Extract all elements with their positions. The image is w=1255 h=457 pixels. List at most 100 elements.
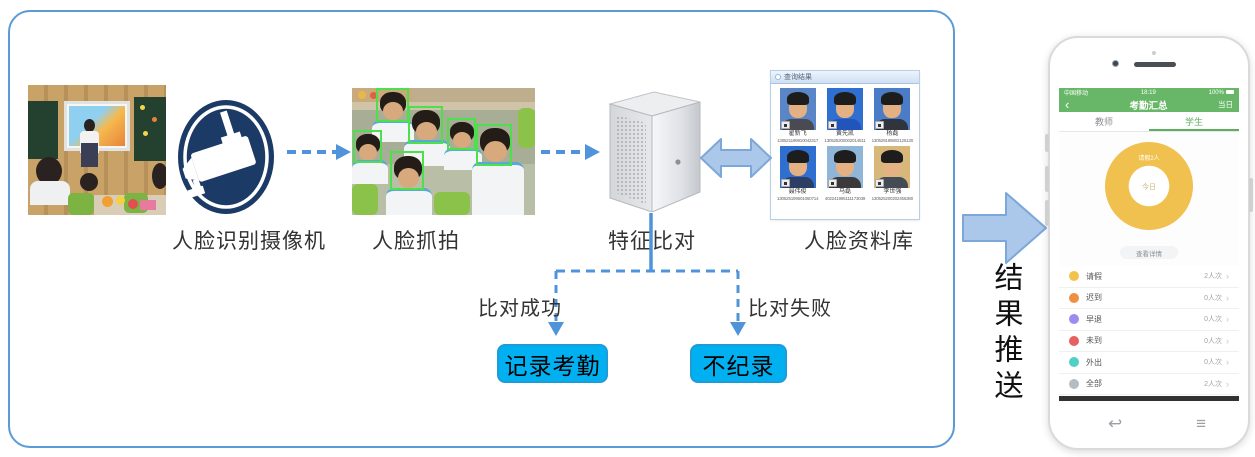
student-figure	[36, 157, 62, 185]
category-dot-icon	[1069, 357, 1079, 368]
id-photo	[874, 88, 911, 130]
id-photo	[779, 88, 816, 130]
face-database-panel: 查询结果 翟新飞 130521199910042317 黄先凯 13052520…	[770, 70, 920, 220]
phone-front-camera	[1112, 60, 1119, 67]
person-name: 李世强	[883, 189, 902, 195]
nav-bar: ‹ 考勤汇总 当日	[1059, 97, 1239, 112]
match-fail-label: 比对失败	[748, 298, 832, 320]
db-photo-grid: 翟新飞 130521199910042317 黄先凯 1305252000020…	[771, 84, 919, 202]
phone-back-key-icon[interactable]: ↩	[1108, 414, 1123, 433]
result-push-label: 结果推送	[990, 262, 1022, 406]
phone-earpiece	[1134, 62, 1176, 67]
server-tower	[608, 91, 701, 212]
face-capture-photo	[352, 88, 535, 215]
record-attendance-box: 记录考勤	[497, 344, 608, 383]
audio-button-icon	[780, 179, 790, 187]
chevron-right-icon: ›	[1226, 292, 1229, 303]
back-button[interactable]: ‹	[1065, 97, 1070, 112]
person-name: 马磊	[838, 189, 851, 195]
date-filter-button[interactable]: 当日	[1218, 100, 1233, 109]
list-item[interactable]: 迟到 0人次 ›	[1059, 287, 1239, 309]
audio-button-icon	[875, 121, 885, 129]
phone-screen: 中国移动 18:19 100% ‹ 考勤汇总 当日 教师 学生 请假2人 今日	[1059, 88, 1239, 404]
person-id: 130525200202456380	[871, 196, 914, 201]
db-panel-title: 查询结果	[784, 73, 812, 81]
audio-button-icon	[780, 121, 790, 129]
face-detection-box	[408, 106, 443, 144]
chevron-right-icon: ›	[1226, 271, 1229, 282]
db-person: 马磊 402241995111173039	[821, 146, 868, 202]
person-id: 402241995111173039	[824, 196, 866, 201]
tab-students[interactable]: 学生	[1184, 117, 1203, 127]
phone-menu-key-icon[interactable]: ≡	[1196, 414, 1206, 433]
person-id: 130521199910042317	[777, 138, 819, 143]
person-name: 黄先凯	[835, 131, 854, 137]
classroom-photo	[28, 85, 166, 215]
camera-label: 人脸识别摄像机	[172, 230, 326, 253]
no-record-box: 不纪录	[690, 344, 787, 383]
active-tab-underline	[1149, 128, 1239, 131]
chevron-right-icon: ›	[1226, 314, 1229, 325]
cctv-camera-icon	[178, 100, 274, 214]
db-person: 翟新飞 130521199910042317	[774, 88, 821, 144]
person-name: 聂伟俊	[788, 189, 807, 195]
person-id: 130529199802126130	[871, 138, 914, 143]
list-item[interactable]: 全部 2人次 ›	[1059, 373, 1239, 395]
phone-mute-switch[interactable]	[1045, 134, 1049, 152]
app-header: 中国移动 18:19 100% ‹ 考勤汇总 当日	[1059, 88, 1239, 112]
list-item[interactable]: 外出 0人次 ›	[1059, 352, 1239, 374]
tab-bar: 教师 学生	[1059, 112, 1239, 132]
view-details-button[interactable]: 查看详情	[1120, 246, 1178, 259]
chevron-right-icon: ›	[1226, 335, 1229, 346]
list-item[interactable]: 未到 0人次 ›	[1059, 330, 1239, 352]
attendance-list: 请假 2人次 › 迟到 0人次 › 早退 0人次 ›	[1059, 266, 1239, 395]
person-name: 翟新飞	[788, 131, 807, 137]
category-dot-icon	[1069, 378, 1079, 389]
audio-button-icon	[875, 179, 885, 187]
phone-power-button[interactable]	[1249, 178, 1253, 212]
student-figure	[80, 173, 98, 191]
person-id: 130525199501060714	[776, 196, 819, 201]
phone-mockup: 中国移动 18:19 100% ‹ 考勤汇总 当日 教师 学生 请假2人 今日	[1045, 36, 1253, 450]
db-person: 李世强 130525200202456380	[869, 146, 916, 202]
id-photo	[826, 146, 863, 188]
face-detection-box	[447, 118, 476, 150]
db-panel-titlebar: 查询结果	[771, 71, 919, 84]
category-dot-icon	[1069, 292, 1079, 303]
face-detection-box	[353, 130, 382, 163]
id-photo	[874, 146, 911, 188]
phone-sensor-dot	[1152, 51, 1156, 55]
teacher-figure	[84, 119, 95, 132]
status-bar: 中国移动 18:19 100%	[1059, 88, 1239, 97]
blackboard-right	[134, 97, 166, 161]
server-label: 特征比对	[608, 230, 696, 253]
attendance-donut-chart: 请假2人 今日	[1105, 142, 1193, 230]
db-person: 聂伟俊 130525199501060714	[774, 146, 821, 202]
phone-volume-up-button[interactable]	[1045, 166, 1049, 192]
page-title: 考勤汇总	[1129, 100, 1168, 112]
list-item[interactable]: 请假 2人次 ›	[1059, 266, 1239, 288]
id-photo	[826, 88, 863, 130]
database-label: 人脸资料库	[804, 230, 914, 253]
id-photo	[779, 146, 816, 188]
tab-teachers[interactable]: 教师	[1094, 117, 1113, 127]
person-id: 130525200002014511	[824, 138, 866, 143]
donut-ring-label: 请假2人	[1138, 156, 1160, 162]
category-dot-icon	[1069, 271, 1079, 282]
battery-label: 100%	[1209, 89, 1234, 96]
blackboard-left	[28, 101, 58, 159]
list-item[interactable]: 早退 0人次 ›	[1059, 309, 1239, 331]
audio-button-icon	[827, 121, 837, 129]
chevron-right-icon: ›	[1226, 357, 1229, 368]
person-name: 杨磊	[886, 131, 899, 137]
phone-volume-down-button[interactable]	[1045, 200, 1049, 226]
face-detection-box	[376, 88, 409, 122]
match-success-label: 比对成功	[478, 298, 562, 320]
screen-bottom-bar	[1059, 396, 1239, 401]
push-arrow-icon	[962, 192, 1047, 264]
category-dot-icon	[1069, 335, 1079, 346]
db-person: 黄先凯 130525200002014511	[821, 88, 868, 144]
category-dot-icon	[1069, 314, 1079, 325]
face-detection-box	[390, 151, 424, 190]
